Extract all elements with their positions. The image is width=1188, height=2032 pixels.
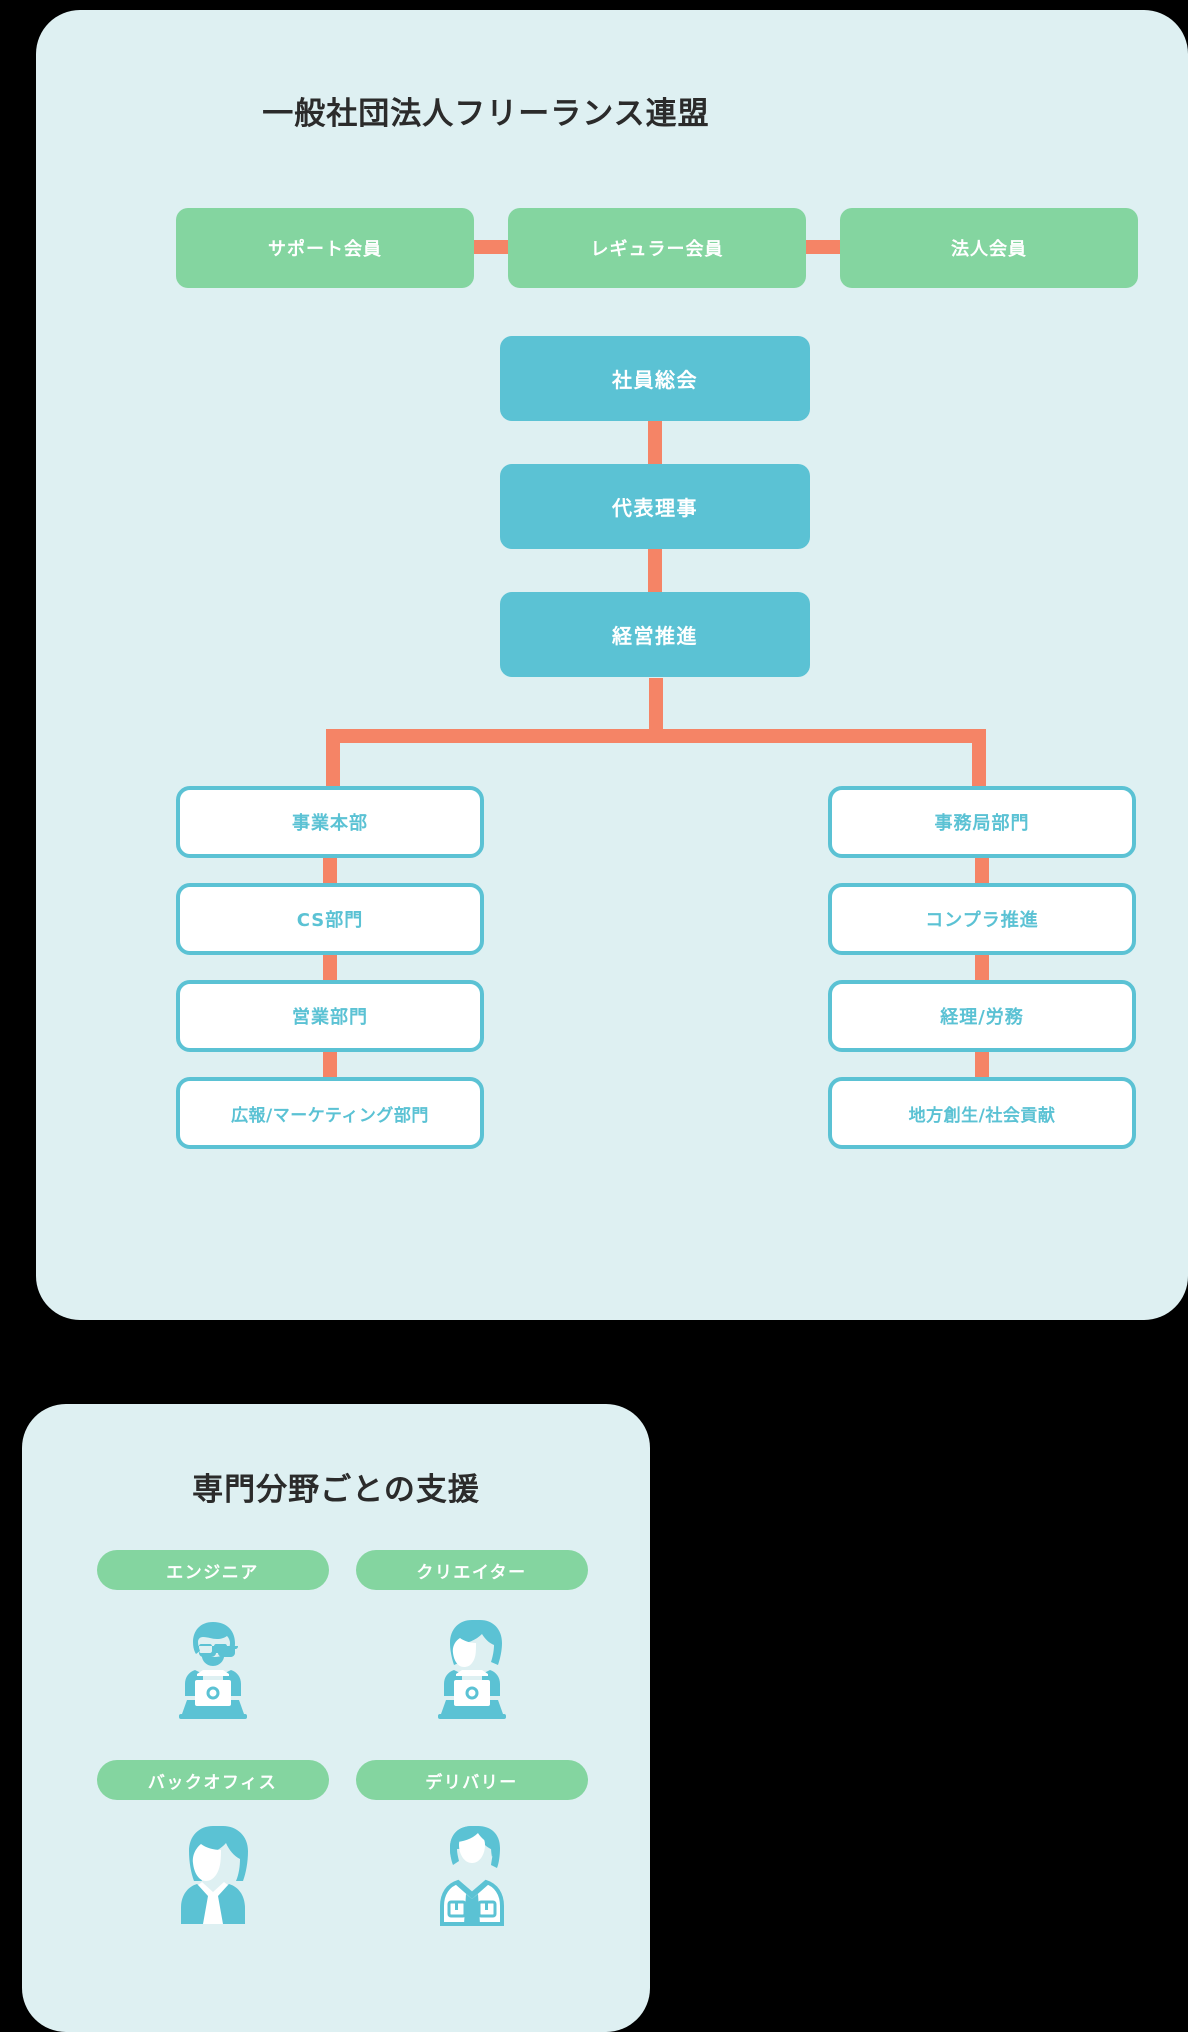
creator-laptop-icon (416, 1608, 528, 1720)
department-column-left: 事業本部 CS部門 営業部門 広報/マーケティング部門 (176, 786, 484, 1149)
support-card-title: 専門分野ごとの支援 (192, 1472, 480, 1508)
delivery-worker-icon (416, 1818, 528, 1930)
governance-stack: 社員総会 代表理事 経営推進 (500, 336, 810, 677)
support-cell-backoffice[interactable]: バックオフィス (92, 1760, 333, 1930)
dept-connector-left-2 (323, 955, 337, 980)
dept-box-regional-social[interactable]: 地方創生/社会貢献 (828, 1077, 1136, 1149)
support-cell-creator[interactable]: クリエイター (351, 1550, 592, 1720)
branch-drop-left (326, 729, 340, 790)
support-pill-backoffice[interactable]: バックオフィス (96, 1760, 329, 1800)
support-category-grid: エンジニア (92, 1550, 592, 1930)
governance-box-general-meeting[interactable]: 社員総会 (500, 336, 810, 421)
support-pill-delivery[interactable]: デリバリー (355, 1760, 588, 1800)
backoffice-businesswoman-icon (157, 1818, 269, 1930)
dept-box-accounting-labor[interactable]: 経理/労務 (828, 980, 1136, 1052)
member-box-regular[interactable]: レギュラー会員 (508, 208, 806, 288)
dept-box-business-headquarters[interactable]: 事業本部 (176, 786, 484, 858)
dept-connector-right-2 (975, 955, 989, 980)
governance-box-representative-director[interactable]: 代表理事 (500, 464, 810, 549)
dept-connector-left-1 (323, 858, 337, 883)
dept-box-compliance[interactable]: コンプラ推進 (828, 883, 1136, 955)
governance-box-management-promotion[interactable]: 経営推進 (500, 592, 810, 677)
governance-connector-1 (648, 421, 662, 464)
dept-connector-right-3 (975, 1052, 989, 1077)
org-chart-card: 一般社団法人フリーランス連盟 サポート会員 レギュラー会員 法人会員 社員総会 … (36, 10, 1188, 1320)
branch-stem (649, 678, 663, 736)
department-column-right: 事務局部門 コンプラ推進 経理/労務 地方創生/社会貢献 (828, 786, 1136, 1149)
member-box-corporate[interactable]: 法人会員 (840, 208, 1138, 288)
branch-horizontal-bar (326, 729, 986, 743)
engineer-laptop-icon (157, 1608, 269, 1720)
specialist-support-card: 専門分野ごとの支援 エンジニア (22, 1404, 650, 2032)
governance-connector-2 (648, 549, 662, 592)
member-tier-row: サポート会員 レギュラー会員 法人会員 (176, 208, 1138, 288)
member-connector-2 (806, 240, 840, 254)
support-cell-engineer[interactable]: エンジニア (92, 1550, 333, 1720)
dept-box-sales[interactable]: 営業部門 (176, 980, 484, 1052)
dept-box-pr-marketing[interactable]: 広報/マーケティング部門 (176, 1077, 484, 1149)
member-connector-1 (474, 240, 508, 254)
dept-box-secretariat[interactable]: 事務局部門 (828, 786, 1136, 858)
support-pill-creator[interactable]: クリエイター (355, 1550, 588, 1590)
dept-connector-left-3 (323, 1052, 337, 1077)
dept-connector-right-1 (975, 858, 989, 883)
member-box-support[interactable]: サポート会員 (176, 208, 474, 288)
org-chart-title: 一般社団法人フリーランス連盟 (262, 96, 710, 132)
support-cell-delivery[interactable]: デリバリー (351, 1760, 592, 1930)
support-pill-engineer[interactable]: エンジニア (96, 1550, 329, 1590)
dept-box-cs[interactable]: CS部門 (176, 883, 484, 955)
branch-connector (326, 678, 986, 790)
branch-drop-right (972, 729, 986, 790)
